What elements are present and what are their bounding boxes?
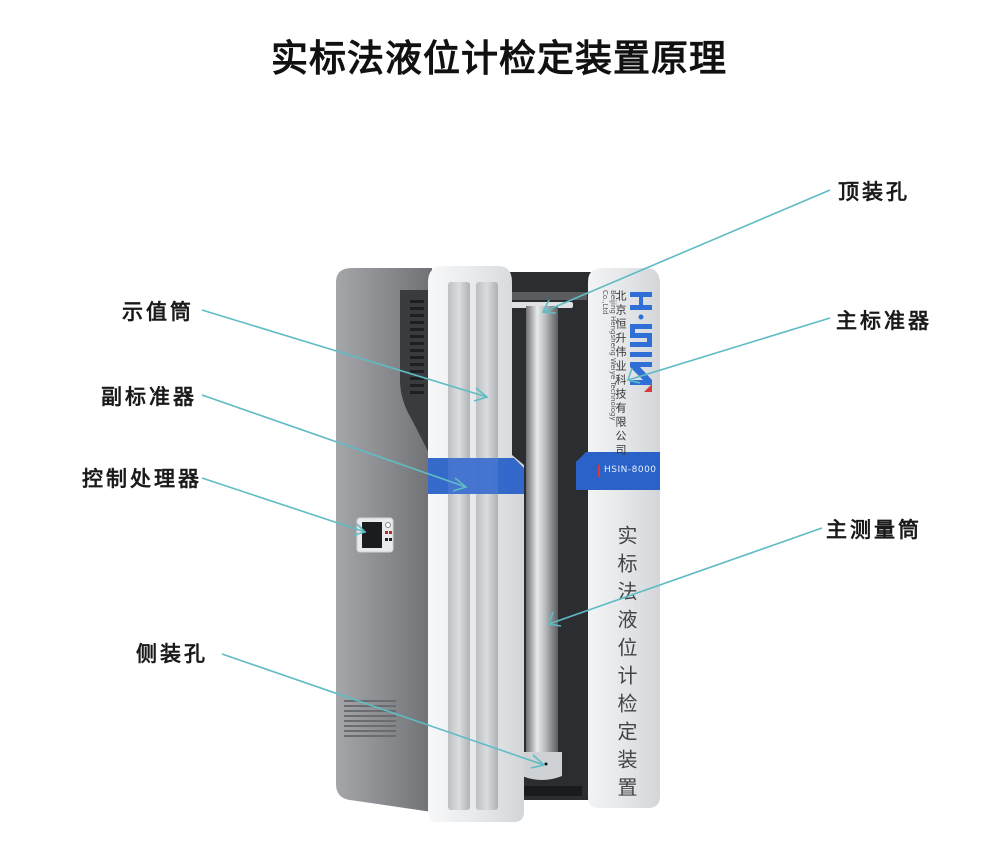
leader-main-measure-tube: [548, 527, 823, 625]
leader-controller: [201, 477, 366, 533]
page-title: 实标法液位计检定装置原理: [271, 37, 727, 80]
label-side-hole: 侧装孔: [136, 641, 208, 666]
leader-side-hole: [221, 653, 545, 766]
display-tube-panel: [428, 266, 524, 822]
label-main-measure-tube: 主测量筒: [826, 517, 922, 542]
label-controller: 控制处理器: [82, 466, 202, 491]
model-number: HSIN-8000: [604, 465, 657, 475]
label-display-tube: 示值筒: [122, 299, 194, 324]
product-name-vertical: 实标法液位计检定装置: [614, 525, 638, 805]
controller-panel: [356, 517, 394, 553]
main-standard-panel: [576, 268, 660, 808]
leader-display-tube: [201, 309, 488, 398]
label-sub-standard: 副标准器: [101, 384, 197, 409]
leader-main-standard: [627, 317, 831, 381]
company-name-en: Beijing Hengsheng Weiye Technology Co.,L…: [601, 290, 617, 421]
company-name-cn: 北京恒升伟业科技有限公司: [614, 290, 627, 458]
label-top-hole: 顶装孔: [838, 179, 910, 204]
leader-top-hole: [542, 189, 831, 313]
hsin-logo: [630, 292, 652, 385]
label-main-standard: 主标准器: [836, 308, 932, 333]
leader-sub-standard: [201, 394, 467, 488]
